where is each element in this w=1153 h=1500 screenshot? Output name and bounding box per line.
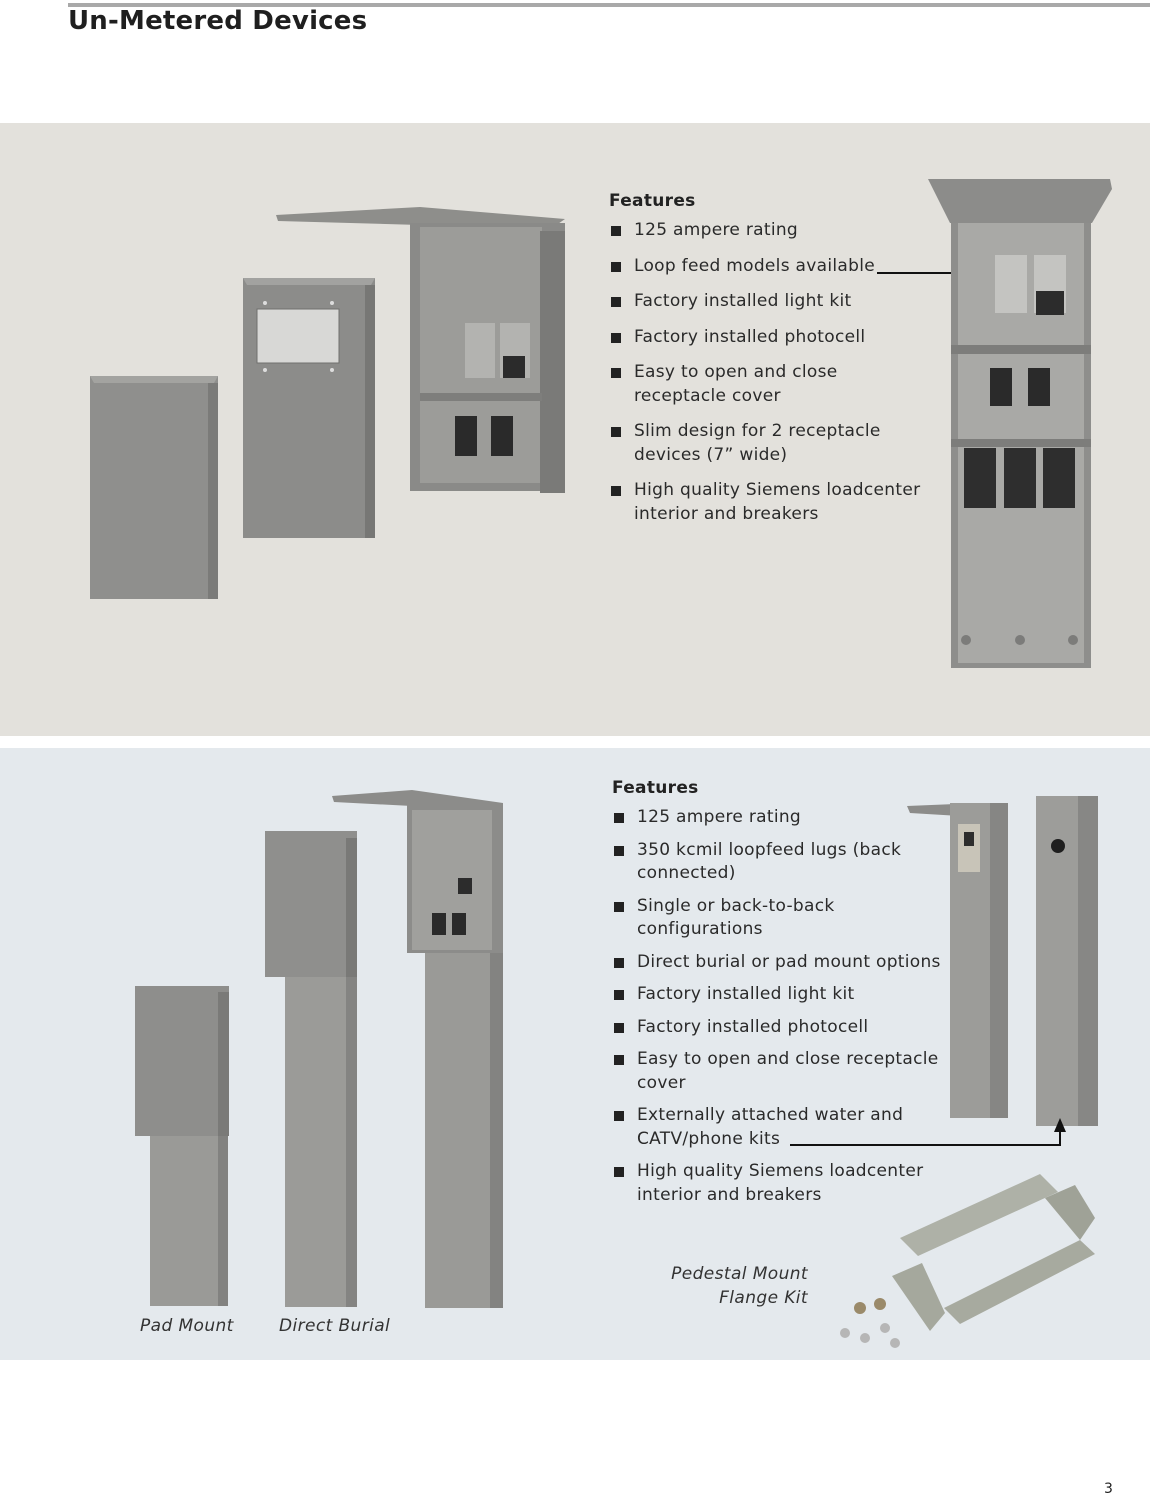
single-pedestal-image: [907, 803, 1008, 1118]
page-title: Un-Metered Devices: [68, 6, 368, 36]
feature-item: High quality Siemens loadcenter interior…: [609, 479, 929, 526]
feature-item: Loop feed models available: [609, 255, 929, 279]
panel2-illustration: [135, 790, 1098, 1348]
feature-item: Direct burial or pad mount options: [612, 951, 942, 975]
feature-item: Factory installed photocell: [612, 1016, 942, 1040]
features-list-1: Features 125 ampere rating Loop feed mod…: [609, 191, 929, 538]
feature-item: 125 ampere rating: [612, 806, 942, 830]
open-enclosure-image: [276, 207, 565, 493]
feature-item: 125 ampere rating: [609, 219, 929, 243]
feature-item: Single or back-to-back configurations: [612, 895, 942, 942]
page-number: 3: [1104, 1481, 1113, 1497]
features-list-2: Features 125 ampere rating 350 kcmil loo…: [612, 778, 942, 1216]
caption-flange-kit-line2: Flange Kit: [719, 1288, 808, 1308]
caption-pad-mount: Pad Mount: [140, 1316, 234, 1336]
features-heading: Features: [612, 778, 699, 798]
arrow-to-catv-kit: [790, 1118, 1066, 1146]
feature-item: 350 kcmil loopfeed lugs (back connected): [612, 839, 942, 886]
feature-item: Externally attached water and CATV/phone…: [612, 1104, 942, 1151]
panel1-illustration: [90, 179, 1112, 668]
pad-mount-image: [135, 986, 229, 1306]
feature-item: High quality Siemens loadcenter interior…: [612, 1160, 942, 1207]
feature-item: Factory installed photocell: [609, 326, 929, 350]
direct-burial-image: [265, 831, 357, 1307]
window-enclosure-image: [243, 278, 375, 538]
feature-item: Easy to open and close receptacle cover: [609, 361, 929, 408]
caption-direct-burial: Direct Burial: [279, 1316, 391, 1336]
caption-flange-kit-line1: Pedestal Mount: [671, 1264, 808, 1284]
back-to-back-pedestal-image: [1036, 796, 1098, 1126]
feature-item: Factory installed light kit: [609, 290, 929, 314]
caption-flange-kit: Pedestal Mount Flange Kit: [640, 1262, 808, 1310]
open-pedestal-image: [332, 790, 503, 1308]
feature-item: Slim design for 2 receptacle devices (7”…: [609, 420, 929, 467]
panel-post-units: Features 125 ampere rating 350 kcmil loo…: [0, 748, 1150, 1360]
feature-item: Factory installed light kit: [612, 983, 942, 1007]
feature-item: Easy to open and close receptacle cover: [612, 1048, 942, 1095]
top-rule: [68, 3, 1150, 7]
flange-kit-image: [840, 1174, 1095, 1348]
closed-enclosure-image: [90, 376, 218, 599]
features-heading: Features: [609, 191, 696, 211]
loop-feed-enclosure-image: [928, 179, 1112, 668]
panel-pedestal-units: Features 125 ampere rating Loop feed mod…: [0, 123, 1150, 736]
